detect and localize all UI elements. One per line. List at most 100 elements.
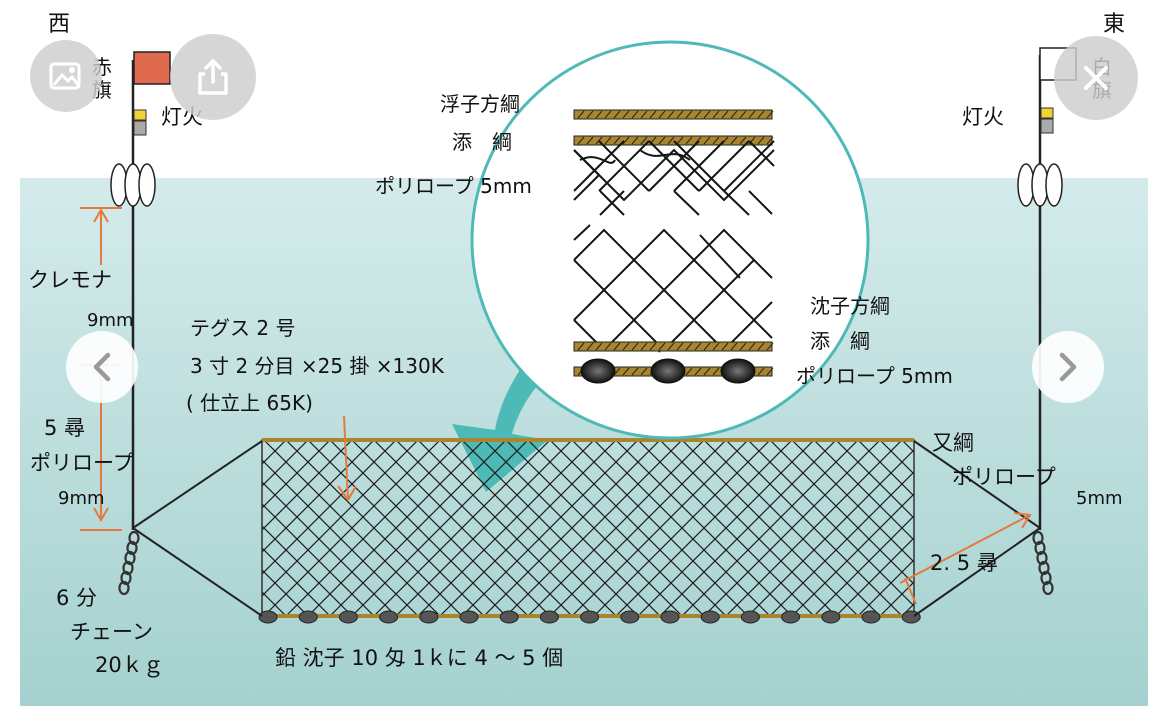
rope-strand: [739, 110, 747, 119]
rope-strand: [640, 136, 648, 145]
rope-strand: [595, 136, 603, 145]
close-button[interactable]: [1054, 36, 1138, 120]
rope-strand: [667, 342, 675, 351]
fork-rope-label: 又綱: [932, 431, 974, 455]
rope-strand: [649, 110, 657, 119]
rope-strand: [685, 367, 693, 376]
close-icon: [1084, 66, 1108, 90]
net-sinker: [781, 610, 801, 624]
rope-strand: [631, 136, 639, 145]
rope-strand: [676, 342, 684, 351]
rope-strand: [730, 136, 738, 145]
rope-strand: [595, 342, 603, 351]
rope-strand: [649, 342, 657, 351]
net-sinker: [298, 610, 318, 624]
kuremona-label: クレモナ: [28, 268, 112, 292]
image-view-button[interactable]: [30, 40, 102, 112]
chevron-left-icon: [93, 352, 111, 382]
left-floats: [110, 163, 156, 207]
rope-strand: [757, 342, 765, 351]
rope-strand: [685, 136, 693, 145]
rope-strand: [577, 136, 585, 145]
teguse-line1: テグス 2 号: [190, 316, 296, 340]
rope-strand: [595, 110, 603, 119]
rope-strand: [757, 367, 765, 376]
net-sinker: [620, 610, 640, 624]
rope-strand: [586, 342, 594, 351]
share-icon: [198, 59, 228, 95]
rope-strand: [622, 367, 630, 376]
rope-strand: [703, 136, 711, 145]
rope-strand: [613, 342, 621, 351]
poly-top-label: ポリロープ 5mm: [375, 174, 532, 198]
rope-strand: [622, 110, 630, 119]
rope-strand: [676, 110, 684, 119]
right-chain: [1032, 530, 1054, 596]
rope-strand: [577, 342, 585, 351]
rope-strand: [640, 342, 648, 351]
rope-strand: [766, 110, 774, 119]
net-sinker: [740, 610, 760, 624]
rope-strand: [631, 342, 639, 351]
rope-strand: [604, 342, 612, 351]
kuremona-size-label: 9mm: [87, 310, 134, 331]
rope-strand: [658, 110, 666, 119]
poly-bottom-label: ポリロープ 5mm: [796, 364, 953, 388]
net-sinker: [459, 610, 479, 624]
share-button[interactable]: [170, 34, 256, 120]
net-sinker: [580, 610, 600, 624]
chain-link: [118, 580, 130, 596]
net-sinker: [419, 610, 439, 624]
prev-image-button[interactable]: [66, 331, 138, 403]
rope-strand: [613, 110, 621, 119]
rope-strand: [685, 342, 693, 351]
rope-strand: [658, 342, 666, 351]
rope-strand: [667, 110, 675, 119]
chain-name-label: チェーン: [70, 620, 153, 644]
net-sinker: [861, 610, 881, 624]
rope-strand: [694, 367, 702, 376]
right-floats: [1017, 163, 1063, 207]
chain-link: [1042, 580, 1054, 596]
rope-strand: [640, 110, 648, 119]
rope-strand: [622, 342, 630, 351]
rope-strand: [586, 136, 594, 145]
teguse-line2: 3 寸 2 分目 ×25 掛 ×130K: [190, 354, 444, 378]
rope-strand: [604, 136, 612, 145]
attach-rope-bottom-label: 添 綱: [810, 329, 870, 353]
rope-strand: [712, 367, 720, 376]
rope-strand: [667, 136, 675, 145]
net-sinkers: [258, 610, 921, 624]
left-rope-size-label: 9mm: [58, 488, 105, 509]
rope-strand: [766, 342, 774, 351]
chain-weight-label: 20ｋｇ: [95, 653, 164, 677]
left-rope-length-label: 5 尋: [44, 416, 86, 440]
rope-strand: [622, 136, 630, 145]
rope-strand: [766, 136, 774, 145]
zoom-detail: [573, 109, 775, 384]
float-rope-label: 浮子方綱: [440, 92, 520, 116]
rope-strand: [676, 136, 684, 145]
rope-strand: [631, 110, 639, 119]
rope-strand: [703, 110, 711, 119]
rope-strand: [712, 342, 720, 351]
rope-strand: [721, 110, 729, 119]
rope-strand: [586, 110, 594, 119]
rope-strand: [739, 342, 747, 351]
rope-strand: [712, 136, 720, 145]
rope-strand: [730, 342, 738, 351]
rope-strand: [703, 342, 711, 351]
buoy-float: [138, 163, 156, 207]
next-image-button[interactable]: [1032, 331, 1104, 403]
rope-strand: [757, 136, 765, 145]
net-sinker: [660, 610, 680, 624]
rope-strand: [694, 110, 702, 119]
zoom-sinkers: [580, 358, 756, 384]
rope-strand: [757, 110, 765, 119]
rope-strand: [604, 110, 612, 119]
west-label: 西: [48, 12, 71, 37]
chain-size-label: 6 分: [56, 586, 98, 610]
sinker-rope-label: 沈子方綱: [810, 294, 890, 318]
left-light: [133, 109, 147, 136]
